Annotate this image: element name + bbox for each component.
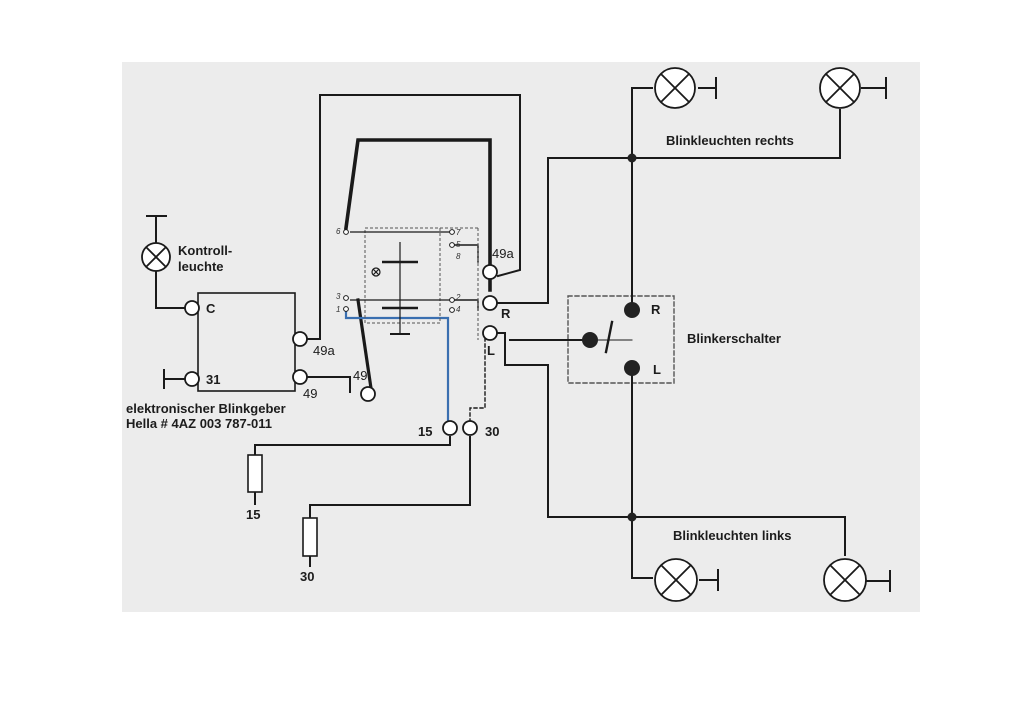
term-c-label: C: [206, 301, 216, 316]
switch-r-label: R: [651, 302, 661, 317]
blinkerschalter-label: Blinkerschalter: [687, 331, 781, 346]
pin-4: 4: [456, 305, 461, 314]
terminal-relay-r: [482, 295, 498, 311]
thick-wire-top: [343, 138, 492, 292]
wire-l-left: [497, 332, 633, 518]
wire-r-right: [497, 157, 633, 304]
pin-7: 7: [456, 228, 461, 237]
terminal-c: [184, 300, 200, 316]
lamp-links-1: [654, 558, 698, 602]
blinkgeber-label-line2: Hella # 4AZ 003 787-011: [126, 416, 272, 431]
pin-1: 1: [336, 305, 341, 314]
switch-contact-r: [624, 302, 640, 318]
wire-49-to-relay: [305, 376, 351, 393]
terminal-15: [442, 420, 458, 436]
terminal-relay-l: [482, 325, 498, 341]
terminal-box-49a: [292, 331, 308, 347]
wire-49a-loop: [305, 94, 521, 340]
switch-l-label: L: [653, 362, 661, 377]
terminal-31: [184, 371, 200, 387]
blue-wire: [344, 309, 450, 430]
term-31-label: 31: [206, 372, 221, 387]
terminal-relay-49a: [482, 264, 498, 280]
term-box-49-label: 49: [303, 386, 318, 401]
lamp-kontroll: [141, 242, 171, 272]
fuse-15: [247, 454, 263, 493]
blinkleuchten-rechts-label: Blinkleuchten rechts: [666, 133, 794, 148]
fuse-30: [302, 517, 318, 557]
lamp-rechts-1: [654, 67, 696, 109]
switch-lever: [604, 320, 614, 354]
relay-dashed-box: [364, 227, 441, 324]
term-relay-l-label: L: [487, 343, 495, 358]
wire-15-fuse: [254, 436, 451, 456]
pin-2: 2: [456, 293, 461, 302]
junction-rechts: [627, 153, 637, 163]
term-relay-r-label: R: [501, 306, 511, 321]
pin-5: 5: [456, 240, 461, 249]
wire-kontroll-to-c: [155, 271, 186, 309]
fuse-15-label: 15: [246, 507, 261, 522]
kontroll-label-line2: leuchte: [178, 259, 224, 274]
blinkgeber-label-line1: elektronischer Blinkgeber: [126, 401, 286, 416]
fuse-30-label: 30: [300, 569, 315, 584]
pin-6: 6: [336, 227, 341, 236]
term-relay-49-label: 49: [353, 368, 368, 383]
blinkleuchten-links-label: Blinkleuchten links: [673, 528, 792, 543]
switch-contact-l: [624, 360, 640, 376]
wire-lamp-l2: [631, 516, 846, 556]
kontroll-label-line1: Kontroll-: [178, 243, 233, 258]
thick-wire-49: [356, 298, 374, 397]
pin-3: 3: [336, 292, 341, 301]
terminal-relay-49: [360, 386, 376, 402]
switch-contact-input: [582, 332, 598, 348]
junction-links: [627, 512, 637, 522]
wire-30-fuse: [309, 436, 471, 519]
term-15-label: 15: [418, 424, 433, 439]
pin-8: 8: [456, 252, 461, 261]
relay-small-lamp: [371, 267, 381, 277]
wire-lamp-r2: [631, 109, 841, 159]
term-relay-49a-label: 49a: [492, 246, 514, 261]
term-30-label: 30: [485, 424, 500, 439]
lamp-rechts-2: [819, 67, 861, 109]
terminal-30: [462, 420, 478, 436]
term-box-49a-label: 49a: [313, 343, 335, 358]
lamp-links-2: [823, 558, 867, 602]
terminal-box-49: [292, 369, 308, 385]
